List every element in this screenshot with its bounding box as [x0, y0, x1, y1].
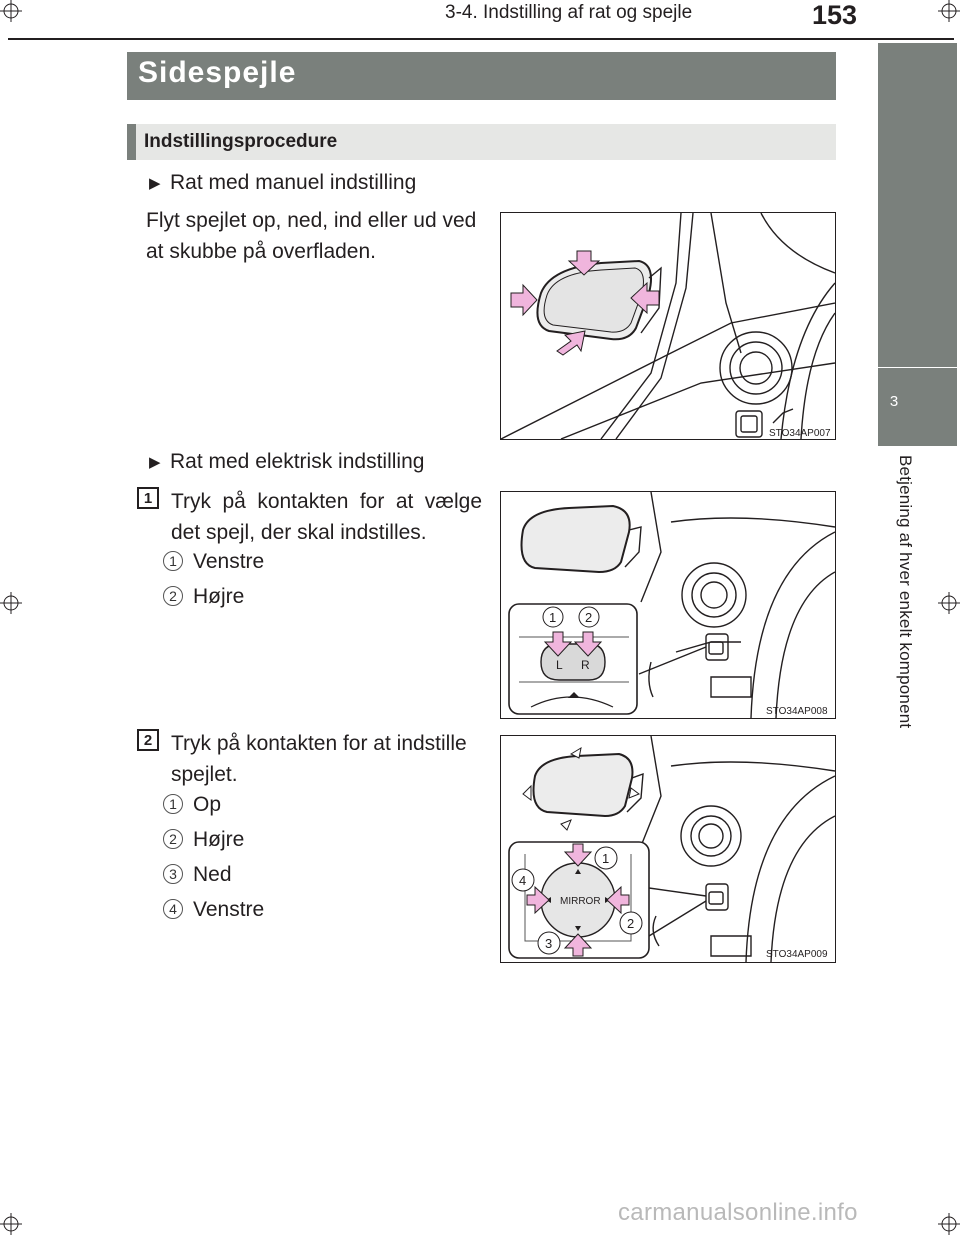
- step-1-marker: 1: [137, 487, 159, 509]
- step-2-item-label: Op: [193, 793, 222, 816]
- bullet-triangle-icon: ▶: [149, 454, 161, 471]
- registration-mark-icon: [0, 592, 22, 614]
- step-2-marker: 2: [137, 729, 159, 751]
- manual-mirror-figure: [500, 212, 836, 440]
- section-header: 3-4. Indstilling af rat og spejle: [445, 2, 693, 23]
- step-1-item-number: 2: [163, 586, 183, 606]
- step-2-item-label: Højre: [193, 828, 245, 851]
- select-mirror-illustration: L R 1 2: [508, 492, 835, 718]
- select-mirror-figure: L R 1 2: [500, 491, 836, 719]
- chapter-tab: [878, 43, 957, 367]
- figure-code-3: STO34AP009: [766, 949, 828, 960]
- step-2-item-label: Venstre: [193, 898, 265, 921]
- step-2-item-number: 3: [163, 864, 183, 884]
- switch-label-mirror: MIRROR: [560, 896, 601, 907]
- step-1-text: Tryk på kontakten for at vælge det spejl…: [171, 490, 482, 544]
- registration-mark-icon: [938, 592, 960, 614]
- registration-mark-icon: [0, 1213, 22, 1235]
- switch-label-r: R: [581, 658, 590, 672]
- watermark-url: carmanualsonline.info: [618, 1199, 858, 1226]
- callout-number: 1: [549, 610, 556, 625]
- step-2-item-label: Ned: [193, 863, 232, 886]
- callout-number: 2: [627, 916, 634, 931]
- chapter-number-box: [878, 368, 957, 446]
- bullet-triangle-icon: ▶: [149, 175, 161, 192]
- step-1-item-label: Højre: [193, 585, 245, 608]
- step-2-item-number: 2: [163, 829, 183, 849]
- adjust-mirror-illustration: MIRROR 1 2 3 4: [508, 736, 835, 962]
- section-subtitle: Indstillingsprocedure: [144, 131, 338, 152]
- chapter-number: 3: [889, 393, 899, 410]
- manual-text: Flyt spejlet op, ned, ind eller ud ved a…: [146, 209, 477, 263]
- step-1-item-number: 1: [163, 551, 183, 571]
- chapter-title: Betjening af hver enkelt komponent: [896, 455, 915, 729]
- registration-mark-icon: [0, 0, 22, 22]
- manual-bullet: Rat med manuel indstilling: [170, 171, 417, 194]
- callout-number: 2: [585, 610, 592, 625]
- step-1-item-label: Venstre: [193, 550, 265, 573]
- callout-number: 4: [519, 873, 526, 888]
- title-bar: [127, 52, 836, 100]
- electric-bullet: Rat med elektrisk indstilling: [170, 450, 425, 473]
- header-rule: [8, 38, 954, 40]
- page-title: Sidespejle: [138, 56, 297, 89]
- switch-label-l: L: [556, 658, 563, 672]
- figure-code-2: STO34AP008: [766, 706, 828, 717]
- page-number: 153: [812, 0, 858, 30]
- adjust-mirror-figure: MIRROR 1 2 3 4: [500, 735, 836, 963]
- subtitle-bar: [127, 124, 836, 160]
- step-2-item-number: 4: [163, 899, 183, 919]
- manual-mirror-illustration: [501, 213, 835, 439]
- step-2-item-number: 1: [163, 794, 183, 814]
- registration-mark-icon: [938, 1213, 960, 1235]
- callout-number: 3: [545, 936, 552, 951]
- registration-mark-icon: [938, 0, 960, 22]
- figure-code-1: STO34AP007: [769, 428, 831, 439]
- step-2-text: Tryk på kontakten for at indstille spejl…: [171, 732, 467, 786]
- callout-number: 1: [602, 851, 609, 866]
